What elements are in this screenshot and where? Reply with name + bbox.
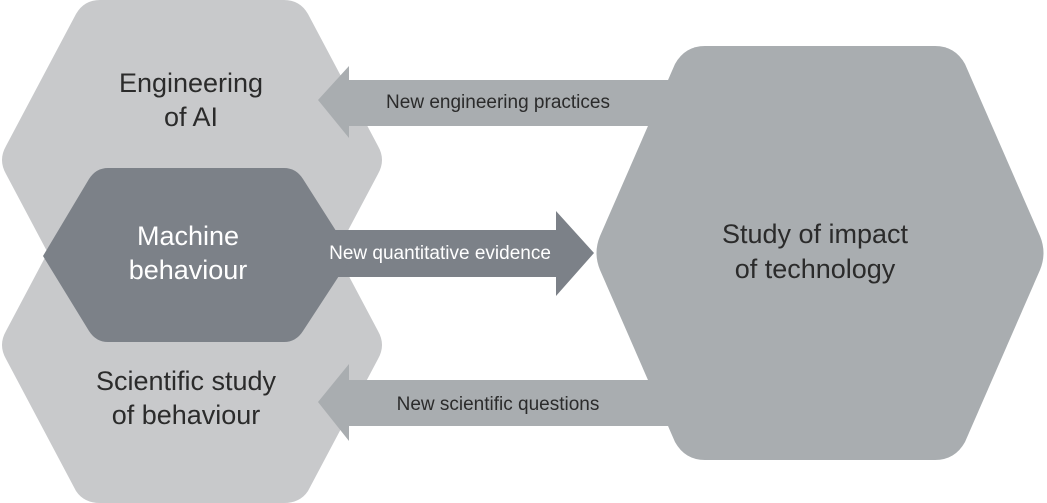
study-of-impact-label-line1: Study of impact	[722, 219, 909, 249]
quantitative-evidence-arrow	[300, 211, 594, 296]
scientific-study-label-line1: Scientific study	[96, 366, 277, 396]
engineering-practices-label: New engineering practices	[386, 92, 610, 113]
machine-behaviour-hexagon	[43, 168, 352, 342]
study-of-impact-label-line2: of technology	[735, 254, 896, 284]
machine-behaviour-label-line1: Machine	[137, 221, 239, 251]
machine-behaviour-label-line2: behaviour	[129, 255, 248, 285]
scientific-questions-label: New scientific questions	[397, 394, 600, 415]
engineering-practices-arrow	[318, 66, 680, 138]
scientific-questions-arrow	[318, 364, 680, 441]
study-of-impact-hexagon	[596, 46, 1044, 460]
quantitative-evidence-label: New quantitative evidence	[329, 243, 551, 264]
scientific-study-label-line2: of behaviour	[112, 400, 261, 430]
engineering-of-ai-label-line1: Engineering	[119, 68, 263, 98]
engineering-of-ai-label-line2: of AI	[164, 102, 218, 132]
